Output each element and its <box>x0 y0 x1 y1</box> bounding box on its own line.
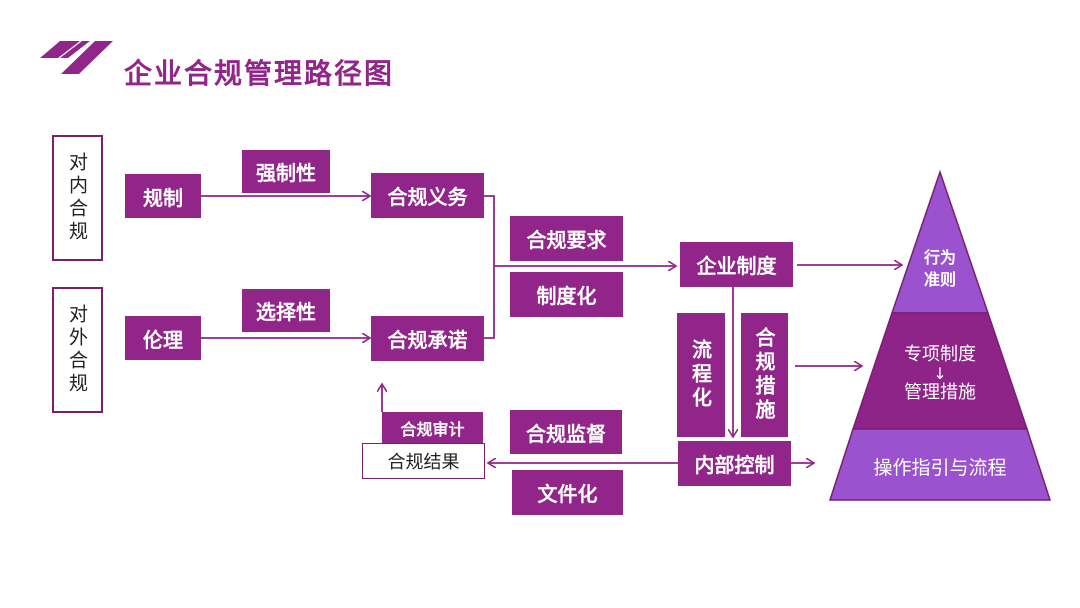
page-title: 企业合规管理路径图 <box>124 57 395 90</box>
pyramid-middle-text: 专项制度 ↓ 管理措施 <box>880 343 1000 405</box>
down-arrow-icon: ↓ <box>933 364 947 383</box>
pyramid-bottom-text: 操作指引与流程 <box>873 457 1007 479</box>
ethics-box: 伦理 <box>125 316 201 360</box>
process-box: 流程化 <box>677 313 725 437</box>
pyramid-bottom-layer <box>828 428 1052 501</box>
pyramid-middle-line1: 专项制度 <box>904 344 976 365</box>
requirement-label: 合规要求 <box>510 216 623 261</box>
external-compliance-box: 对外合规 <box>52 287 103 413</box>
pyramid-middle-line2: 管理措施 <box>904 382 976 403</box>
supervision-label: 合规监督 <box>510 410 622 454</box>
measures-box: 合规措施 <box>741 313 788 437</box>
bracket-connector <box>484 195 495 339</box>
enterprise-system-box: 企业制度 <box>680 242 793 287</box>
result-box: 合规结果 <box>362 443 485 479</box>
commitment-box: 合规承诺 <box>371 316 484 361</box>
obligation-box: 合规义务 <box>371 173 484 218</box>
internal-compliance-box: 对内合规 <box>52 135 103 261</box>
pyramid-top-line1: 行为 <box>923 248 956 267</box>
audit-box: 合规审计 <box>382 412 483 444</box>
pyramid-top-line2: 准则 <box>923 270 956 289</box>
regulation-box: 规制 <box>125 174 201 218</box>
pyramid-top-text: 行为 准则 <box>900 247 980 291</box>
documentation-label: 文件化 <box>512 470 623 515</box>
logo-icon <box>40 41 113 74</box>
internal-control-box: 内部控制 <box>678 441 791 486</box>
optional-label: 选择性 <box>242 289 330 332</box>
institutionalize-label: 制度化 <box>510 272 623 317</box>
mandatory-label: 强制性 <box>242 150 330 193</box>
pyramid-top-layer <box>890 169 990 314</box>
pyramid <box>828 169 1052 501</box>
